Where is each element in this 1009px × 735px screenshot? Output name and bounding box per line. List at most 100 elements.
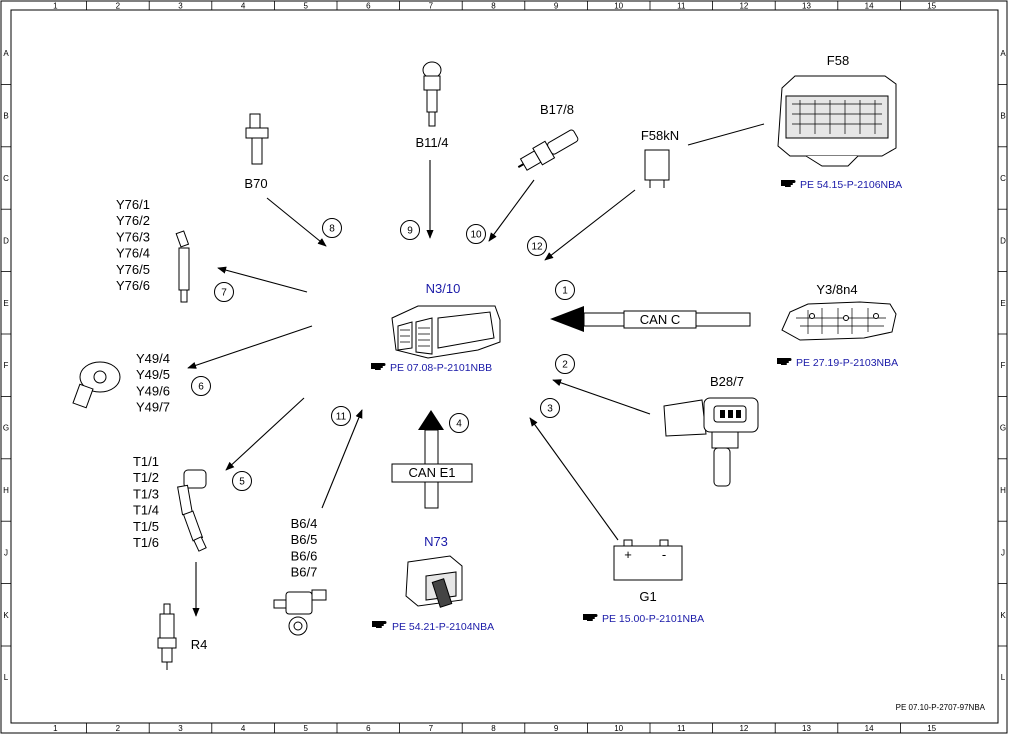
grid-column-label: 11 xyxy=(677,2,686,11)
y49-line: Y49/4 xyxy=(136,351,170,366)
component-n73: N73 PE 54.21-P-2104NBA xyxy=(372,534,494,633)
callout-circle xyxy=(527,236,547,256)
callout-circle xyxy=(322,218,342,238)
battery-minus: - xyxy=(662,547,666,562)
grid-row-label: G xyxy=(3,424,9,433)
b6-label-list: B6/4B6/5B6/6B6/7 xyxy=(291,516,318,580)
n3-10-ref-link[interactable]: PE 07.08-P-2101NBB xyxy=(390,362,492,374)
grid-row-label: H xyxy=(1000,486,1006,495)
callout-circle xyxy=(331,406,351,426)
grid-column-label: 2 xyxy=(116,724,121,733)
grid-column-label: 10 xyxy=(614,2,623,11)
crankshaft-sensor-icon xyxy=(245,113,269,165)
grid-row-label: H xyxy=(3,486,9,495)
grid-column-label: 2 xyxy=(116,2,121,11)
component-g1: + - G1 PE 15.00-P-2101NBA xyxy=(583,539,704,625)
ecu-icon xyxy=(391,305,501,359)
battery-icon xyxy=(613,539,683,581)
y3-8n4-ref-link[interactable]: PE 27.19-P-2103NBA xyxy=(796,357,898,369)
arrow-10 xyxy=(488,179,535,242)
grid-column-label: 4 xyxy=(241,2,246,11)
grid-column-label: 3 xyxy=(178,724,183,733)
component-b70: B70 xyxy=(244,113,269,191)
grid-column-label: 13 xyxy=(802,2,811,11)
b70-label: B70 xyxy=(244,176,267,191)
grid-column-label: 1 xyxy=(53,724,58,733)
ignition-switch-icon xyxy=(405,555,463,608)
arrow-3 xyxy=(529,417,619,541)
grid-column-label: 6 xyxy=(366,724,371,733)
y49-line: Y49/7 xyxy=(136,400,170,415)
grid-row-label: J xyxy=(1001,548,1005,557)
callout-number: 3 xyxy=(547,404,553,415)
grid-row-label: K xyxy=(1000,611,1006,620)
grid-row-label: G xyxy=(1000,424,1006,433)
grid-row-label: B xyxy=(1000,112,1005,121)
grid-column-label: 3 xyxy=(178,2,183,11)
temperature-sensor-icon xyxy=(422,61,442,127)
pointing-hand-icon xyxy=(777,358,792,365)
grid-row-label: B xyxy=(3,112,8,121)
component-n3-10: N3/10 PE 07.08-P-2101NBB xyxy=(371,281,501,374)
ignition-coil-icon xyxy=(177,469,207,552)
grid-row-label: A xyxy=(3,49,9,58)
grid-column-label: 14 xyxy=(865,724,874,733)
pointing-hand-icon xyxy=(371,363,386,370)
callout-number: 6 xyxy=(198,382,204,393)
callout-number: 2 xyxy=(562,360,568,371)
f58-ref-link[interactable]: PE 54.15-P-2106NBA xyxy=(800,179,902,191)
grid-column-label: 8 xyxy=(491,724,496,733)
callout-number: 10 xyxy=(470,230,482,241)
callout-number: 12 xyxy=(531,242,543,253)
callout-circle xyxy=(466,224,486,244)
battery-plus: + xyxy=(624,547,632,562)
t1-label-list: T1/1T1/2T1/3T1/4T1/5T1/6 xyxy=(133,454,159,550)
pressure-sensor-icon xyxy=(517,129,579,171)
t1-line: T1/2 xyxy=(133,470,159,485)
callout-circle xyxy=(449,413,469,433)
grid-column-label: 5 xyxy=(303,724,308,733)
grid-column-label: 1 xyxy=(53,2,58,11)
component-b28-7: B28/7 xyxy=(663,374,759,487)
grid-row-label: K xyxy=(3,611,9,620)
can-c-bus-arrow: CAN C xyxy=(550,306,751,332)
grid-row-label: F xyxy=(4,361,9,370)
grid-column-label: 13 xyxy=(802,724,811,733)
grid-column-label: 7 xyxy=(429,2,434,11)
callout-number: 4 xyxy=(456,419,462,430)
t1-line: T1/4 xyxy=(133,503,159,518)
t1-line: T1/6 xyxy=(133,535,159,550)
grid-row-label: A xyxy=(1000,49,1006,58)
grid-column-label: 6 xyxy=(366,2,371,11)
fuse-box-icon xyxy=(777,75,897,167)
component-b11-4: B11/4 xyxy=(415,61,449,150)
y76-line: Y76/2 xyxy=(116,213,150,228)
spark-plug-icon xyxy=(157,603,177,670)
n3-10-label: N3/10 xyxy=(426,281,461,296)
component-r4: R4 xyxy=(157,603,207,670)
callout-circle xyxy=(214,282,234,302)
g1-ref-link[interactable]: PE 15.00-P-2101NBA xyxy=(602,613,704,625)
grid-row-label: C xyxy=(3,174,9,183)
callout-number: 7 xyxy=(221,288,227,299)
callout-circle xyxy=(400,220,420,240)
grid-row-label: D xyxy=(1000,236,1006,245)
document-id: PE 07.10-P-2707-97NBA xyxy=(896,703,986,712)
grid-column-label: 9 xyxy=(554,2,559,11)
grid-column-label: 5 xyxy=(303,2,308,11)
grid-row-label: L xyxy=(1001,673,1006,682)
pointing-hand-icon xyxy=(372,621,387,628)
grid-column-label: 4 xyxy=(241,724,246,733)
grid-row-label: L xyxy=(4,673,9,682)
component-f58: F58 PE 54.15-P-2106NBA xyxy=(777,53,902,191)
grid-column-label: 9 xyxy=(554,724,559,733)
b6-line: B6/4 xyxy=(291,516,318,531)
b28-7-label: B28/7 xyxy=(710,374,744,389)
grid-column-label: 12 xyxy=(739,2,748,11)
pointing-hand-icon xyxy=(583,614,598,621)
n73-ref-link[interactable]: PE 54.21-P-2104NBA xyxy=(392,621,494,633)
